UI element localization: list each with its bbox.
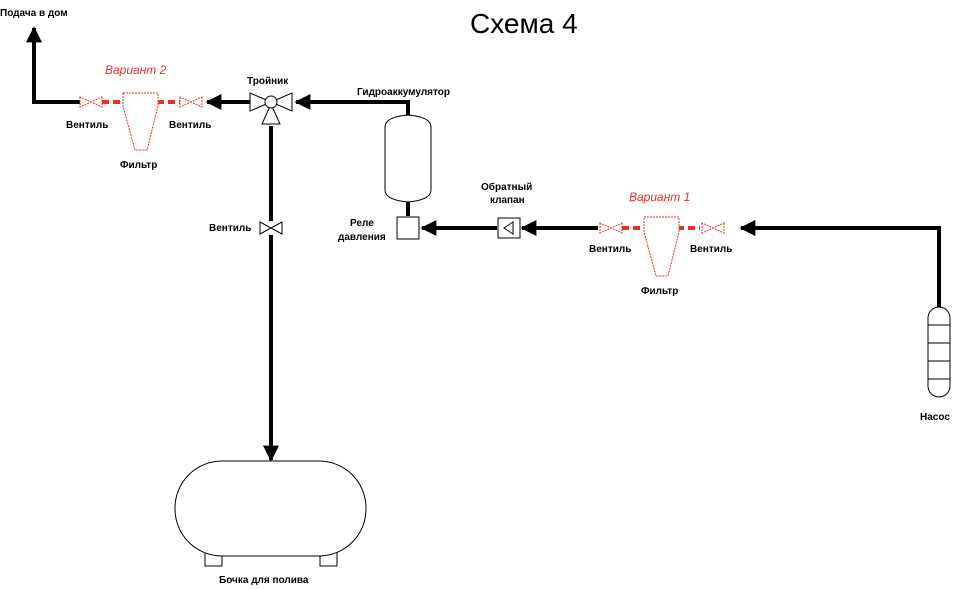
- valve-icon: [179, 96, 203, 108]
- valve-icon: [701, 222, 725, 234]
- label-relay-line1: Реле: [350, 218, 374, 229]
- valve-icon: [599, 222, 623, 234]
- label-filter-v2: Фильтр: [120, 160, 157, 171]
- label-supply-home: Подача в дом: [0, 8, 68, 19]
- label-valve-v2-left: Вентиль: [66, 120, 108, 131]
- pressure-relay: [396, 216, 420, 240]
- filter-icon: [643, 216, 680, 277]
- pipe-pump-riser: [739, 220, 941, 308]
- label-variant2: Вариант 2: [105, 63, 167, 77]
- label-valve-branch: Вентиль: [209, 223, 251, 234]
- label-relay-line2: давления: [338, 232, 386, 243]
- diagram-title: Схема 4: [470, 8, 578, 39]
- label-tee: Тройник: [247, 76, 289, 87]
- accumulator-tank: [384, 114, 432, 203]
- valve-icon: [79, 96, 103, 108]
- label-pump: Насос: [920, 412, 950, 423]
- variant2-filter-assembly: [79, 92, 203, 151]
- check-valve-icon: [503, 221, 514, 235]
- label-check-valve-line1: Обратный: [481, 181, 532, 193]
- pipe-accumulator-to-tee: [294, 94, 410, 117]
- variant1-filter-assembly: [599, 216, 725, 277]
- tee-icon: [264, 95, 278, 109]
- label-accumulator: Гидроаккумулятор: [357, 87, 450, 98]
- valve-icon: [259, 221, 283, 235]
- pump: [927, 306, 951, 398]
- tee-fitting: [249, 92, 293, 125]
- pipe-to-home: [26, 26, 80, 104]
- label-filter-v1: Фильтр: [641, 286, 678, 297]
- label-valve-v1-left: Вентиль: [589, 244, 631, 255]
- label-check-valve-line2: клапан: [490, 195, 525, 206]
- check-valve: [497, 217, 521, 239]
- label-valve-v1-right: Вентиль: [690, 244, 732, 255]
- label-barrel: Бочка для полива: [219, 575, 309, 586]
- label-variant1: Вариант 1: [629, 190, 690, 204]
- filter-icon: [122, 92, 159, 151]
- barrel: [174, 460, 367, 567]
- label-valve-v2-right: Вентиль: [169, 120, 211, 131]
